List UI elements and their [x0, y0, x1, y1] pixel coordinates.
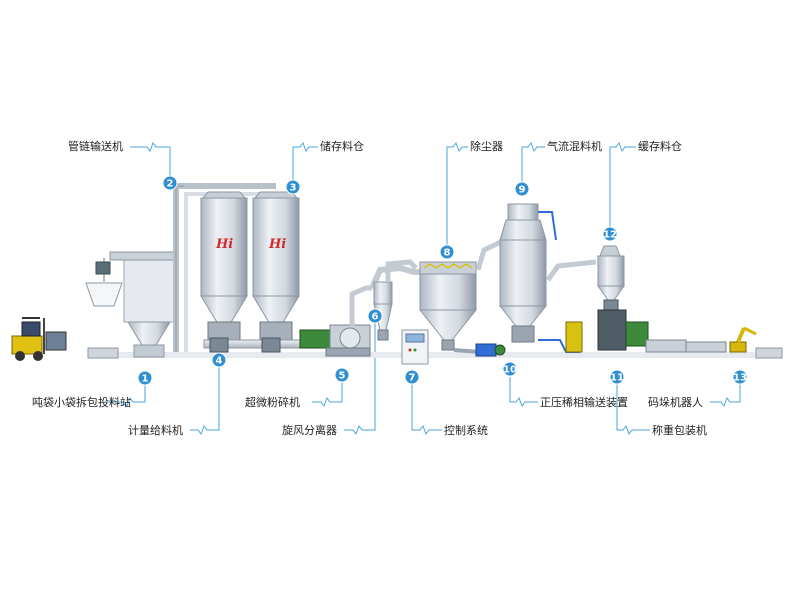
- badge-1: [137, 370, 153, 386]
- leader-11: [616, 383, 650, 436]
- label-12: 缓存料仓: [638, 140, 682, 153]
- label-5: 超微粉碎机: [245, 396, 300, 409]
- badge-number-7: 7: [409, 373, 416, 384]
- buffer-silo: [597, 245, 625, 311]
- leader-13: [710, 383, 741, 408]
- robot-arm-icon: [729, 326, 783, 359]
- label-11: 称重包装机: [652, 424, 707, 437]
- badge-number-4: 4: [216, 356, 223, 367]
- dust-collector: [418, 261, 478, 351]
- badge-2: [162, 175, 178, 191]
- svg-text:Hi: Hi: [215, 237, 233, 252]
- badge-13: [732, 369, 748, 385]
- ultrafine-mill: [299, 324, 371, 357]
- badge-number-6: 6: [372, 312, 379, 323]
- leader-2: [130, 141, 171, 183]
- storage-silo-left: [200, 191, 248, 341]
- label-7: 控制系统: [444, 424, 488, 437]
- badge-10: [502, 361, 518, 377]
- badge-9: [514, 181, 530, 197]
- leader-4: [190, 366, 220, 436]
- badge-number-13: 13: [733, 373, 747, 384]
- badge-number-3: 3: [290, 183, 297, 194]
- badge-12: [602, 226, 618, 242]
- cyclone-separator: [373, 281, 393, 341]
- leader-3: [292, 141, 318, 183]
- pneumatic-mixer: [498, 203, 557, 343]
- label-8: 除尘器: [470, 140, 503, 153]
- storage-silo-right: [252, 191, 300, 341]
- weighing-packaging-machine: [597, 309, 727, 353]
- badge-8: [439, 244, 455, 260]
- leader-7: [411, 383, 442, 436]
- mixer-to-buffer-pipe: [545, 259, 597, 282]
- forklift-icon: [11, 317, 67, 361]
- badge-number-2: 2: [167, 179, 174, 190]
- badge-number-1: 1: [142, 374, 149, 385]
- leader-9: [521, 141, 545, 183]
- label-9: 气流混料机: [547, 140, 602, 153]
- leader-8: [446, 141, 468, 250]
- ground-base: [100, 352, 760, 358]
- label-10: 正压稀相输送装置: [540, 396, 628, 409]
- dilute-phase-conveyor: [475, 321, 583, 357]
- label-4: 计量给料机: [128, 424, 183, 437]
- badge-number-12: 12: [603, 230, 617, 241]
- leader-12: [609, 141, 636, 228]
- bag-unloading-station: [85, 251, 175, 359]
- badge-number-10: 10: [503, 365, 517, 376]
- label-2: 管链输送机: [68, 140, 123, 153]
- badge-number-11: 11: [610, 373, 624, 384]
- leader-6: [344, 323, 376, 436]
- badge-11: [609, 369, 625, 385]
- badge-5: [334, 367, 350, 383]
- leader-1: [108, 383, 146, 408]
- label-6: 旋风分离器: [282, 424, 337, 437]
- badge-4: [211, 352, 227, 368]
- badge-number-9: 9: [519, 185, 526, 196]
- badge-6: [367, 308, 383, 324]
- label-3: 储存料仓: [320, 140, 364, 153]
- label-13: 码垛机器人: [648, 396, 703, 409]
- cyclone-to-dust-pipe: [385, 259, 418, 282]
- leader-lines: [108, 141, 741, 436]
- svg-text:Hi: Hi: [268, 237, 286, 252]
- badge-number-5: 5: [339, 371, 346, 382]
- badge-7: [404, 369, 420, 385]
- badge-number-8: 8: [444, 248, 451, 259]
- control-cabinet: [401, 329, 429, 365]
- leader-10: [509, 377, 538, 408]
- leader-5: [312, 383, 343, 408]
- label-1: 吨袋小袋拆包投料站: [32, 396, 131, 409]
- mill-to-cyclone-pipe: [349, 264, 420, 326]
- badge-3: [285, 179, 301, 195]
